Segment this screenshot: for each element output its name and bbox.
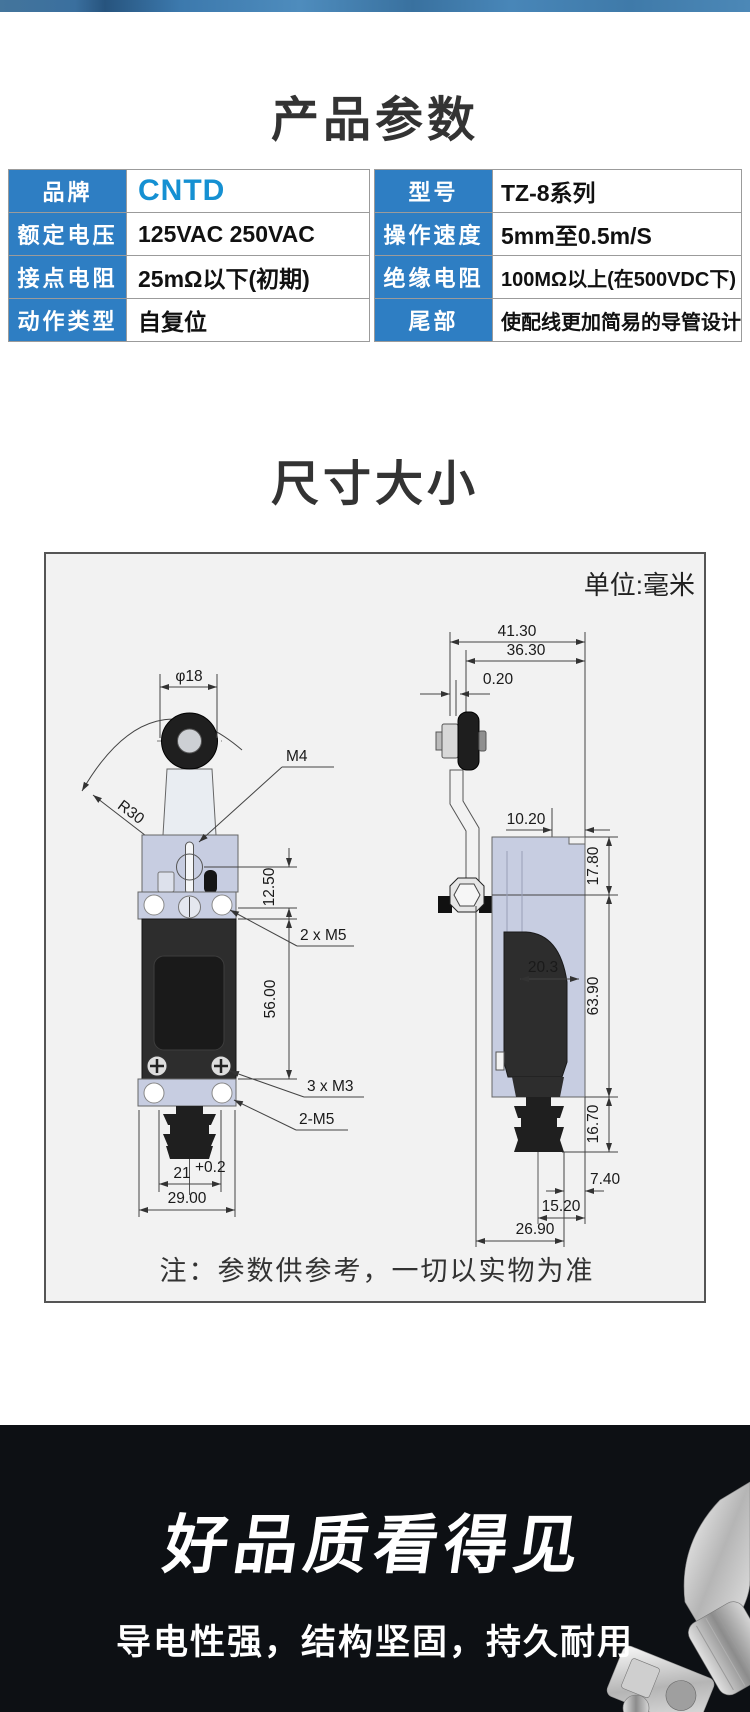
dim-bellows-depth-group: 15.20 [538,1198,585,1221]
dim-lever-reach: 36.30 [507,642,546,659]
dim-lever-thread-group: M4 [198,748,334,843]
body-front-section [503,931,568,1078]
dim-roller-diameter: φ18 [175,668,202,685]
table-row: 型号 TZ-8系列 [375,170,741,212]
dim-body-height-side-group: 63.90 [585,895,612,1097]
dim-body-depth-group: 20.3 [520,959,579,982]
dimensions-section-title: 尺寸大小 [270,458,479,511]
spec-value-operating-speed: 5mm至0.5m/S [492,213,741,255]
dim-lever-reach-group: 36.30 [466,642,585,664]
spec-label-model: 型号 [375,170,492,212]
dim-bellows-height: 16.70 [585,1104,602,1143]
spec-label-rated-voltage: 额定电压 [9,213,126,255]
spec-label-insulation-resistance: 绝缘电阻 [375,256,492,298]
dim-top-screws-group: 2 x M5 [229,909,354,947]
dim-body-height-group: 56.00 [238,918,297,1080]
roller-hub [177,728,202,754]
params-section-title: 产品参数 [270,94,479,147]
dim-bellows-width-tolerance: +0.2 [195,1159,226,1176]
dim-cover-screws-group: 3 x M3 [229,1070,364,1098]
lever-clamp-slot [185,841,194,895]
dim-top-screws: 2 x M5 [300,927,347,944]
spec-label-action-type: 动作类型 [9,299,126,341]
spec-label-tail: 尾部 [375,299,492,341]
spec-table-right: 型号 TZ-8系列 操作速度 5mm至0.5m/S 绝缘电阻 100MΩ以上(在… [374,169,742,342]
dim-roller-offset-group: 0.20 [420,671,514,697]
lever-pivot [176,853,203,881]
dim-bellows-width-group: 21 +0.2 [158,1110,226,1192]
dim-bottom-screws: 2-M5 [299,1111,334,1128]
dim-lever-thread: M4 [286,748,308,765]
banner-subline: 导电性强，结构坚固，持久耐用 [115,1623,634,1662]
dim-bellows-offset: 7.40 [590,1171,621,1188]
dim-base-width-group: 29.00 [138,1110,236,1217]
dim-head-height-side: 17.80 [585,846,602,885]
table-row: 操作速度 5mm至0.5m/S [375,212,741,255]
dim-head-height: 12.50 [261,867,278,906]
bellows-seal [163,1106,216,1159]
table-row: 额定电压 125VAC 250VAC [9,212,369,255]
table-row: 接点电阻 25mΩ以下(初期) [9,255,369,298]
lever-arm [162,768,217,836]
dim-base-depth-group: 26.90 [476,1221,564,1244]
spec-value-tail: 使配线更加简易的导管设计 [492,299,741,341]
spec-table: 品牌 CNTD 额定电压 125VAC 250VAC 接点电阻 25mΩ以下(初… [8,169,742,342]
drawing-note: 注：参数供参考，一切以实物为准 [160,1256,595,1286]
dim-bellows-width: 21 [173,1165,190,1182]
dim-bellows-depth: 15.20 [542,1198,581,1215]
dim-bottom-screws-group: 2-M5 [233,1099,348,1131]
front-view-drawing: R30 φ18 [81,668,364,1217]
table-row: 尾部 使配线更加简易的导管设计 [375,298,741,341]
dimension-drawing: 单位:毫米 R30 φ18 [44,552,706,1303]
spec-label-operating-speed: 操作速度 [375,213,492,255]
dim-lever-radius: R30 [114,797,147,828]
spec-value-action-type: 自复位 [126,299,369,341]
dim-base-depth: 26.90 [516,1221,555,1238]
dim-base-width: 29.00 [168,1190,207,1207]
roller-wheel-side [457,711,480,771]
dim-overall-width: 41.30 [498,623,537,640]
dim-body-height-side: 63.90 [585,976,602,1015]
dim-head-depth: 10.20 [507,811,546,828]
table-row: 绝缘电阻 100MΩ以上(在500VDC下) [375,255,741,298]
table-row: 动作类型 自复位 [9,298,369,341]
dim-bellows-offset-group: 7.40 [546,1171,621,1194]
dim-roller-offset: 0.20 [483,671,514,688]
spec-value-brand: CNTD [126,170,369,212]
dimension-drawing-svg: 单位:毫米 R30 φ18 [81,570,695,1286]
banner-headline: 好品质看得见 [159,1509,590,1581]
side-view-drawing: 41.30 36.30 0.20 [420,623,621,1247]
dim-head-depth-group: 10.20 [506,808,610,837]
dim-head-height-side-group: 17.80 [585,837,612,895]
top-banner-edge-strip [0,0,750,12]
bellows-seal-side [514,1097,564,1152]
dim-body-depth: 20.3 [528,959,558,976]
dim-overall-width-group: 41.30 [450,623,585,645]
dim-body-height: 56.00 [262,979,279,1018]
spec-label-contact-resistance: 接点电阻 [9,256,126,298]
spec-value-rated-voltage: 125VAC 250VAC [126,213,369,255]
spec-label-brand: 品牌 [9,170,126,212]
body-cover-panel [153,955,225,1051]
spec-value-contact-resistance: 25mΩ以下(初期) [126,256,369,298]
product-photo-metal-lever [606,1481,750,1712]
unit-label: 单位:毫米 [584,570,695,600]
spec-table-left: 品牌 CNTD 额定电压 125VAC 250VAC 接点电阻 25mΩ以下(初… [8,169,370,342]
dim-roller-diameter-group: φ18 [159,668,218,738]
dim-head-height-group: 12.50 [204,848,297,928]
spec-value-model: TZ-8系列 [492,170,741,212]
dim-bellows-height-group: 16.70 [585,1097,612,1152]
spec-value-insulation-resistance: 100MΩ以上(在500VDC下) [492,256,741,298]
dim-cover-screws: 3 x M3 [307,1078,354,1095]
table-row: 品牌 CNTD [9,170,369,212]
lever-swing-arc [81,718,243,792]
